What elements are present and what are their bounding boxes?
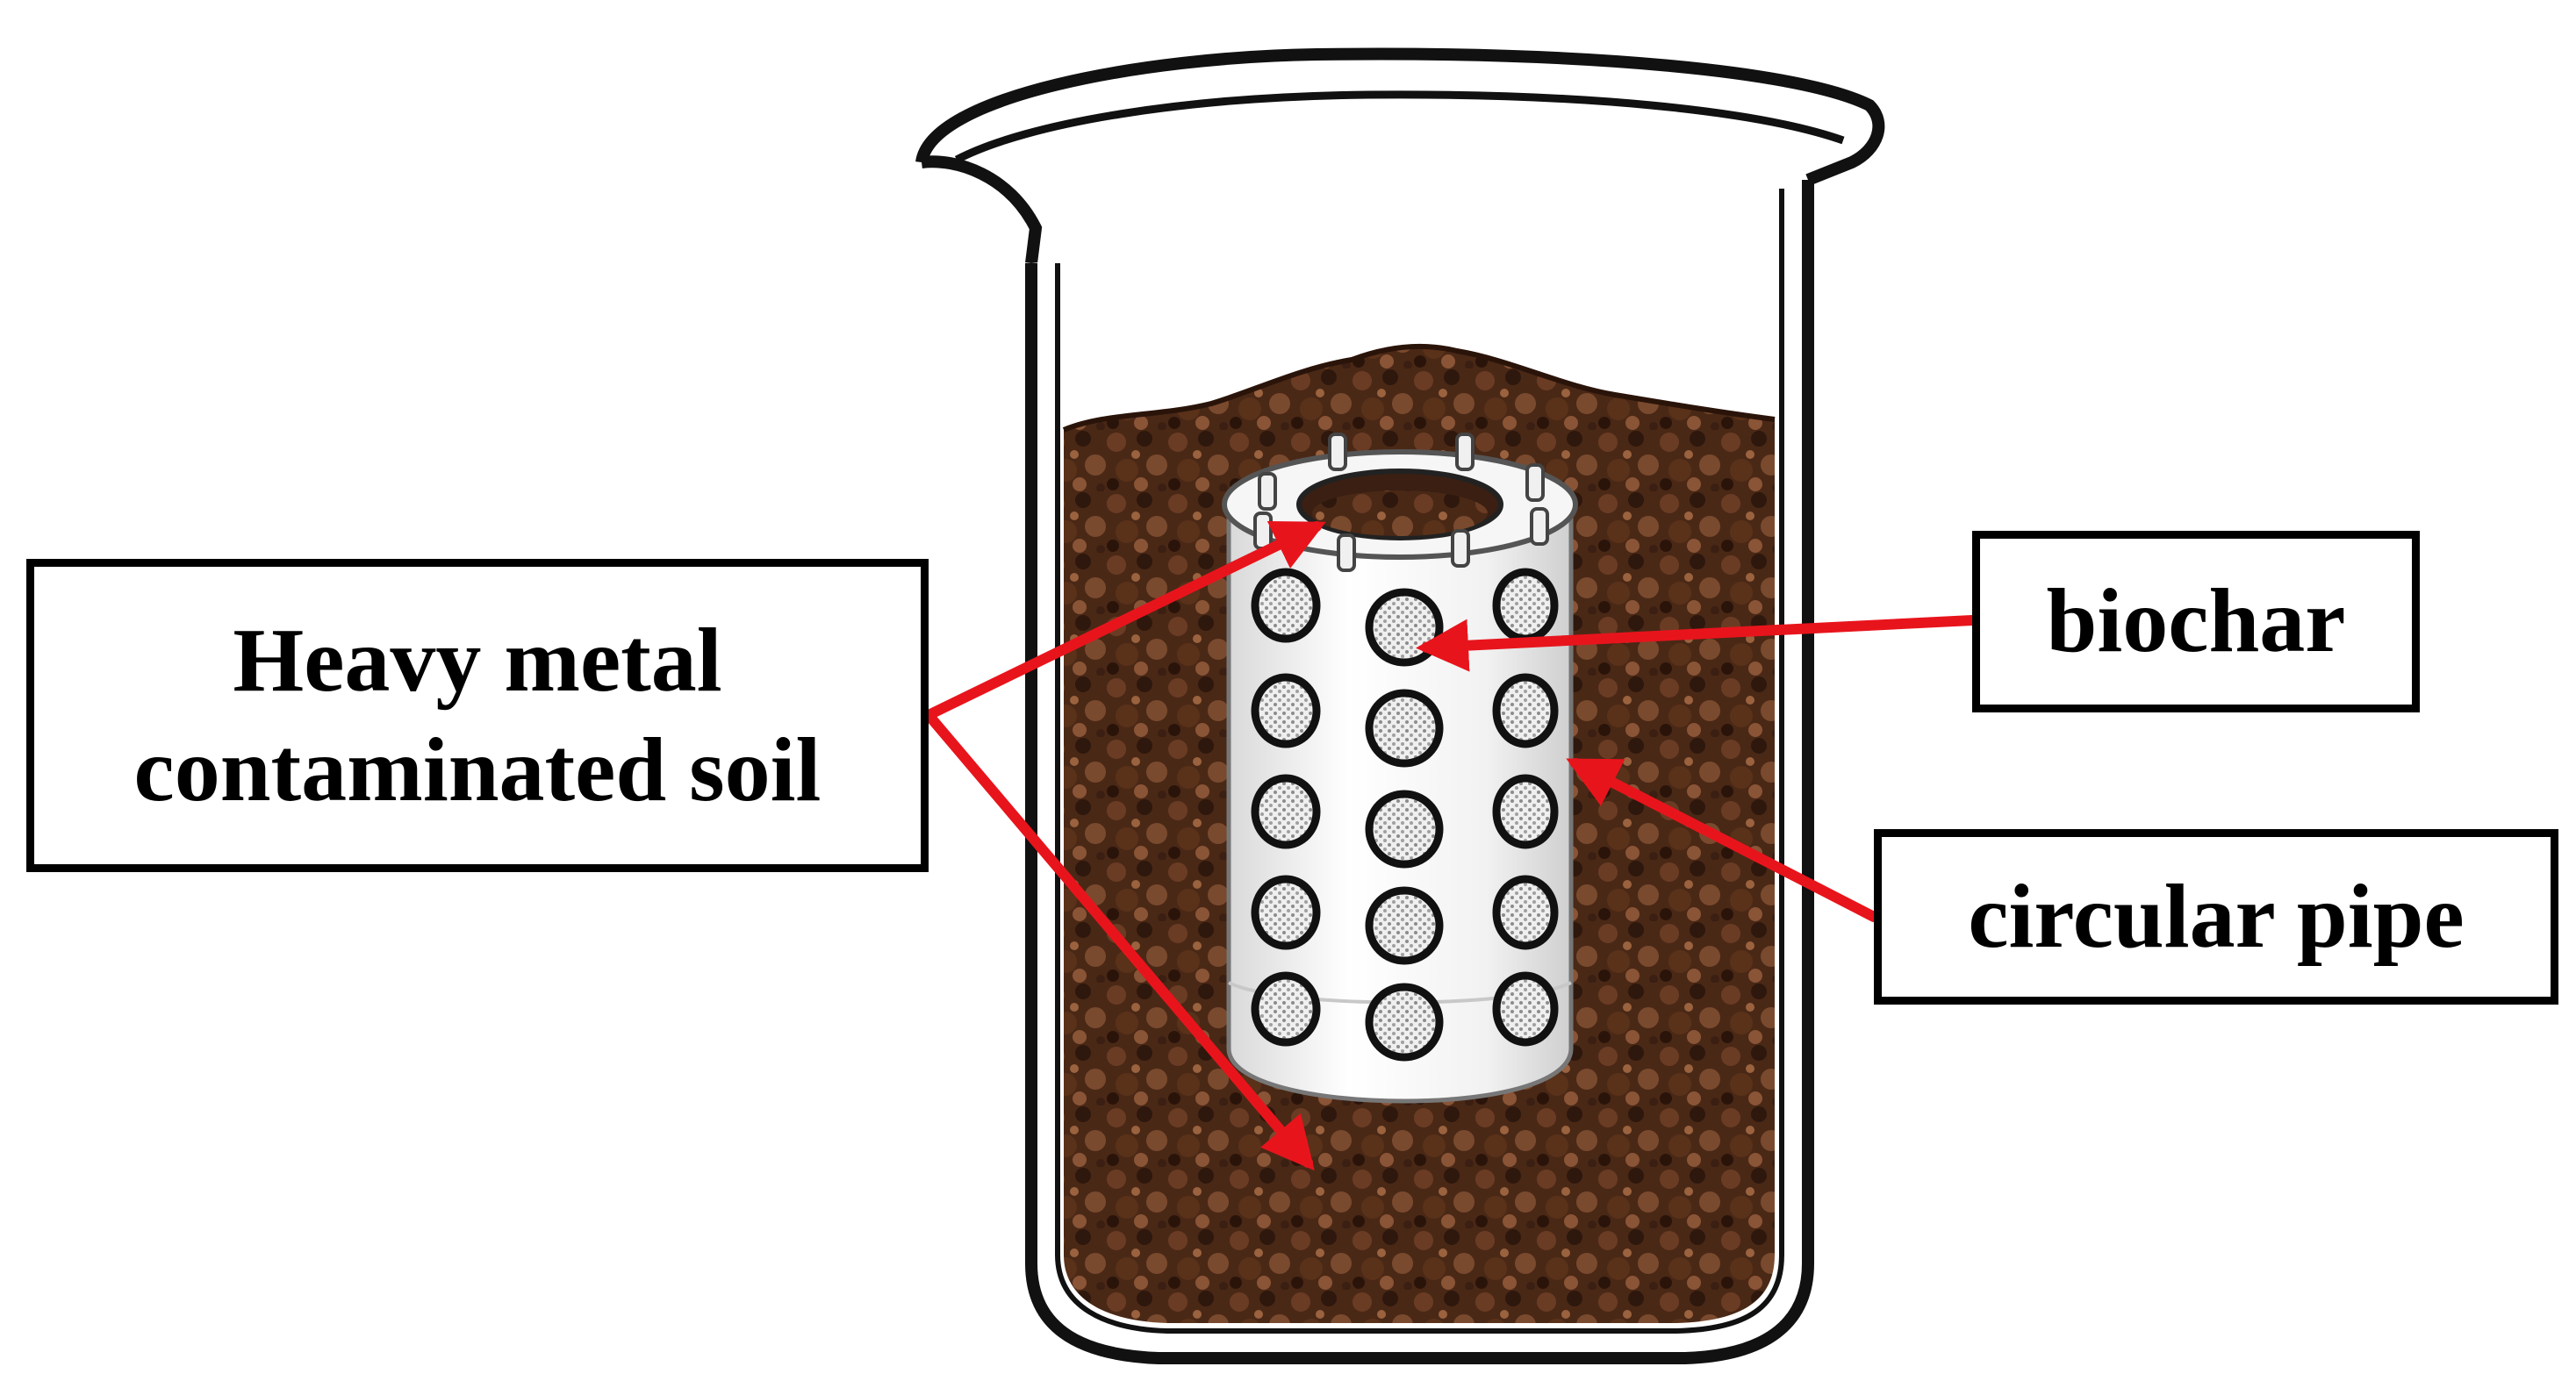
pipe-hole [1492, 875, 1559, 950]
label-soil-line2: contaminated soil [133, 719, 822, 820]
beaker-rim-inner [954, 90, 1845, 163]
arrow-soil-to-pipe-top [923, 521, 1326, 720]
soil-surface-edge [1062, 343, 1776, 433]
perforated-pipe-icon [1222, 433, 1578, 1104]
pipe-hole [1251, 971, 1321, 1047]
label-biochar: biochar [1972, 531, 2420, 712]
arrow-pipe [1566, 758, 1879, 922]
beaker-spout [921, 155, 1043, 264]
flange-bolts [1253, 433, 1549, 572]
label-pipe-text: circular pipe [1968, 865, 2465, 967]
pipe-hole [1365, 983, 1444, 1062]
arrow-biochar [1416, 615, 1977, 672]
beaker-inner-wall [1055, 189, 1784, 1334]
pipe-opening-soil [1312, 490, 1488, 536]
label-soil-line1: Heavy metal [233, 609, 722, 711]
pipe-hole [1492, 774, 1559, 849]
pipe-hole [1492, 673, 1559, 748]
label-heavy-metal-soil: Heavy metal contaminated soil [26, 559, 929, 872]
pipe-hole [1251, 774, 1321, 849]
label-circular-pipe: circular pipe [1874, 829, 2558, 1005]
beaker-rim [915, 47, 1885, 186]
pipe-hole [1492, 971, 1559, 1047]
pipe-hole [1492, 568, 1559, 643]
pipe-hole [1251, 568, 1321, 643]
pipe-hole [1365, 790, 1444, 869]
pipe-hole [1251, 875, 1321, 950]
pipe-hole [1251, 673, 1321, 748]
annotation-arrows [923, 521, 1977, 1171]
arrow-soil-to-bottom [923, 710, 1315, 1171]
biochar-holes [1251, 568, 1559, 1062]
pipe-hole [1365, 689, 1444, 768]
pipe-hole [1365, 886, 1444, 965]
label-biochar-text: biochar [2046, 570, 2346, 672]
